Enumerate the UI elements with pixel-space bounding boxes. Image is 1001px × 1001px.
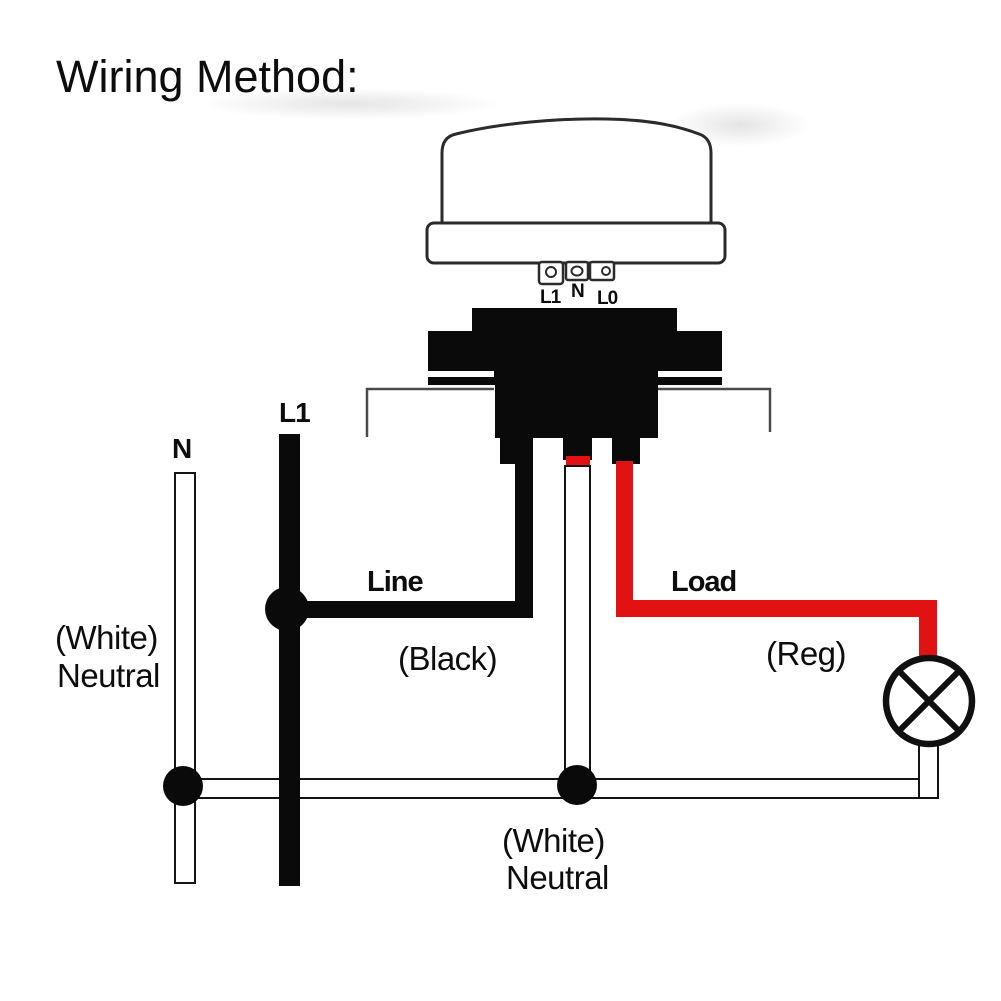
- load-wire-color-label: (Reg): [766, 635, 846, 672]
- socket-top-bar: [472, 308, 677, 331]
- terminal-n: [564, 260, 590, 282]
- line-label: Line: [367, 566, 423, 598]
- socket-slit-right: [658, 371, 722, 377]
- socket-center-block: [495, 331, 658, 438]
- line-wire: [287, 460, 533, 618]
- left-wire-color-label: (White): [55, 619, 158, 656]
- prong-l0: [612, 438, 640, 464]
- l1-supply-wire: [279, 434, 300, 886]
- terminal-label-l1: L1: [540, 287, 562, 308]
- bottom-wire-color-label: (White): [502, 822, 605, 859]
- bracket-left: [365, 387, 494, 437]
- junction-dot-neutral-left: [163, 766, 203, 806]
- prong-l1: [500, 438, 533, 464]
- bottom-wire-name-label: Neutral: [506, 859, 609, 896]
- neutral-wire-top-label: N: [172, 433, 191, 464]
- photocell-base: [425, 221, 727, 265]
- photocell-sensor: L1 N L0: [425, 117, 727, 309]
- load-wire: [616, 461, 937, 660]
- socket-slit-left: [428, 371, 494, 377]
- load-label: Load: [671, 566, 736, 598]
- left-wire-name-label: Neutral: [57, 657, 160, 694]
- neutral-wire-left: [174, 472, 196, 884]
- photocell-dome: [440, 117, 713, 226]
- lamp-cross-line: [896, 668, 962, 734]
- terminal-l1: [537, 260, 565, 286]
- line-wire-color-label: (Black): [398, 640, 497, 677]
- terminal-l0: [588, 260, 616, 282]
- l1-wire-top-label: L1: [279, 397, 310, 428]
- lamp-symbol: [882, 654, 976, 748]
- background-artifact: [200, 88, 500, 120]
- prong-n: [563, 438, 592, 460]
- junction-dot-neutral-center: [557, 765, 597, 805]
- bracket-right: [658, 387, 772, 432]
- terminal-label-l0: L0: [597, 288, 618, 309]
- socket-receptacle: [428, 308, 722, 470]
- page-title: Wiring Method:: [56, 51, 359, 102]
- junction-dot-line: [265, 587, 309, 631]
- terminal-label-n: N: [571, 281, 584, 302]
- neutral-wire-center: [564, 465, 591, 786]
- lamp-neutral-drop-wire: [918, 743, 939, 799]
